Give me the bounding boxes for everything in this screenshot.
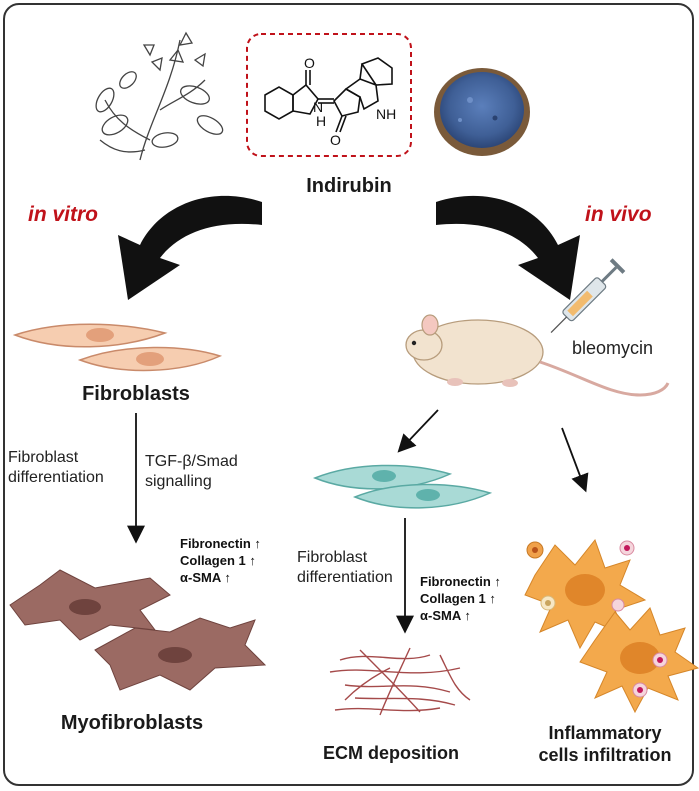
indirubin-structure-icon bbox=[264, 57, 393, 133]
inflammatory-label: Inflammatory cells infiltration bbox=[520, 722, 690, 766]
vitro-marker-asma: α-SMA ↑ bbox=[180, 570, 231, 585]
ecm-fibers-icon bbox=[329, 647, 471, 716]
inflammatory-line2: cells infiltration bbox=[538, 745, 672, 765]
vitro-pathway-label: TGF-β/Smad signalling bbox=[145, 452, 238, 492]
n-label-left: N bbox=[313, 99, 323, 115]
vitro-process-label: Fibroblast differentiation bbox=[8, 448, 104, 488]
vitro-markers: Fibronectin ↑ Collagen 1 ↑ α-SMA ↑ bbox=[180, 535, 261, 586]
myofibroblast-icon bbox=[9, 569, 267, 691]
oxygen-label: O bbox=[304, 55, 315, 71]
fibroblasts-label: Fibroblasts bbox=[82, 383, 190, 405]
nh-label-left: H bbox=[316, 113, 326, 129]
fibroblast-right-icon bbox=[312, 464, 493, 509]
inflammatory-cells-icon bbox=[524, 538, 699, 714]
vitro-pathway-line1: TGF-β/Smad bbox=[145, 453, 238, 470]
arrow-in-vitro bbox=[118, 195, 262, 300]
figure-frame bbox=[3, 3, 694, 786]
bleomycin-label: bleomycin bbox=[572, 338, 654, 358]
vivo-marker-fibronectin: Fibronectin ↑ bbox=[420, 574, 501, 589]
fibroblast-left-icon bbox=[12, 323, 223, 372]
compound-name: Indirubin bbox=[306, 175, 392, 197]
myofibroblasts-label: Myofibroblasts bbox=[60, 712, 204, 734]
route-label-in-vivo: in vivo bbox=[585, 203, 652, 226]
arrow-in-vivo bbox=[436, 195, 580, 300]
vitro-process-line2: differentiation bbox=[8, 469, 104, 486]
vivo-process-line2: differentiation bbox=[297, 569, 393, 586]
plant-icon bbox=[95, 31, 224, 161]
ecm-deposition-label: ECM deposition bbox=[323, 743, 459, 763]
route-label-in-vitro: in vitro bbox=[28, 203, 99, 226]
mouse-icon bbox=[405, 314, 670, 397]
oxygen-label-2: O bbox=[330, 132, 341, 148]
inflammatory-line1: Inflammatory bbox=[548, 723, 662, 743]
arrow-mouse-to-fibroblast bbox=[397, 409, 439, 453]
molecule-frame bbox=[246, 33, 412, 157]
arrow-mouse-to-inflammation bbox=[561, 427, 589, 493]
indigo-powder-icon bbox=[434, 68, 530, 156]
vitro-marker-collagen: Collagen 1 ↑ bbox=[180, 553, 256, 568]
vitro-process-line1: Fibroblast bbox=[8, 449, 79, 466]
vivo-process-label: Fibroblast differentiation bbox=[297, 548, 393, 588]
vivo-markers: Fibronectin ↑ Collagen 1 ↑ α-SMA ↑ bbox=[420, 573, 501, 624]
vivo-marker-collagen: Collagen 1 ↑ bbox=[420, 591, 496, 606]
syringe-icon bbox=[550, 258, 626, 333]
vivo-process-line1: Fibroblast bbox=[297, 549, 368, 566]
vitro-pathway-line2: signalling bbox=[145, 473, 212, 490]
vitro-marker-fibronectin: Fibronectin ↑ bbox=[180, 536, 261, 551]
nh-label-right: NH bbox=[376, 106, 396, 122]
vivo-marker-asma: α-SMA ↑ bbox=[420, 608, 471, 623]
